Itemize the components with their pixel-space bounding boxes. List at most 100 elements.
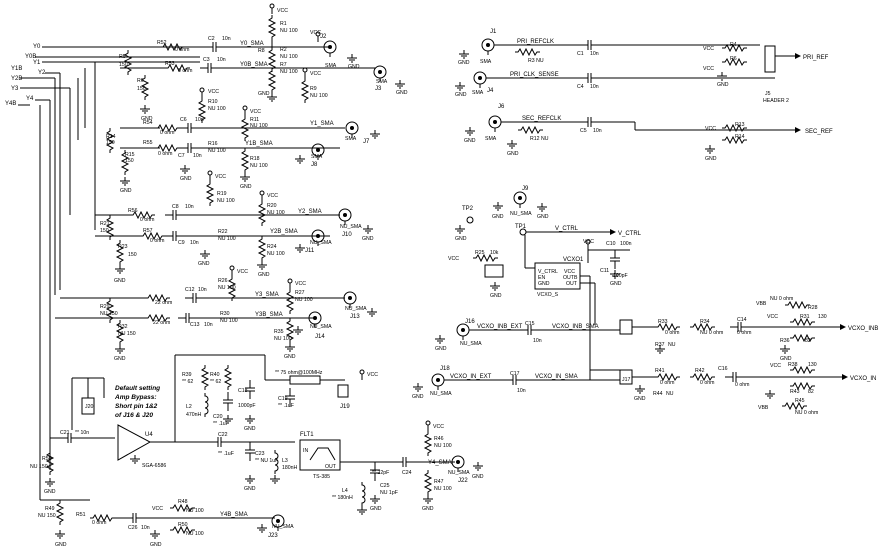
svg-text:R51: R51	[76, 512, 86, 518]
svg-text:SMA: SMA	[472, 90, 484, 96]
svg-text:NU_SMA: NU_SMA	[510, 211, 532, 217]
svg-text:NU_SMA: NU_SMA	[430, 391, 452, 397]
svg-text:GND: GND	[258, 91, 270, 97]
svg-text:R22: R22	[218, 229, 228, 235]
svg-text:IN: IN	[303, 448, 308, 454]
svg-text:R50: R50	[178, 522, 188, 528]
svg-text:82: 82	[808, 389, 814, 395]
svg-text:0 ohm: 0 ohm	[175, 47, 189, 53]
svg-text:J8: J8	[311, 162, 318, 168]
svg-text:R6: R6	[730, 56, 737, 62]
input-y1b: Y1B	[11, 66, 22, 72]
svg-text:GND: GND	[705, 156, 717, 162]
svg-text:GND: GND	[458, 60, 470, 66]
svg-text:NU: NU	[666, 391, 674, 397]
svg-text:NU 0 ohm: NU 0 ohm	[795, 410, 818, 416]
svg-text:0 ohm: 0 ohm	[92, 520, 106, 526]
input-y0b: Y0B	[25, 54, 36, 60]
svg-text:10n: 10n	[593, 128, 602, 134]
svg-text:0 ohm: 0 ohm	[158, 151, 172, 157]
svg-text:NU 150: NU 150	[30, 464, 48, 470]
svg-text:C20: C20	[213, 414, 223, 420]
svg-text:SMA: SMA	[325, 63, 337, 69]
svg-text:OUT: OUT	[566, 281, 578, 287]
svg-text:C18: C18	[238, 388, 248, 394]
svg-text:R49: R49	[45, 506, 55, 512]
svg-text:R42: R42	[695, 368, 705, 374]
svg-text:VCC: VCC	[267, 193, 278, 199]
svg-text:10n: 10n	[195, 117, 204, 123]
svg-text:SMA: SMA	[345, 136, 357, 142]
svg-text:NU 100: NU 100	[310, 93, 328, 99]
net-y0b-sma: Y0B_SMA	[240, 62, 268, 68]
svg-text:NU 100: NU 100	[267, 210, 285, 216]
svg-text:GND: GND	[114, 356, 126, 362]
svg-text:C7: C7	[178, 153, 185, 159]
svg-text:R28: R28	[808, 305, 818, 311]
svg-text:L2: L2	[186, 404, 192, 410]
svg-text:** 22pF: ** 22pF	[372, 470, 389, 476]
svg-text:GND: GND	[537, 214, 549, 220]
svg-text:SMA: SMA	[480, 59, 492, 65]
svg-text:0 ohm: 0 ohm	[150, 238, 164, 244]
svg-text:VCC: VCC	[310, 71, 321, 77]
svg-text:C24: C24	[402, 470, 412, 476]
svg-text:GND: GND	[422, 506, 434, 512]
svg-text:** 180nH: ** 180nH	[332, 495, 353, 501]
svg-text:VCC: VCC	[237, 269, 248, 275]
svg-text:VCC: VCC	[310, 30, 321, 36]
svg-text:SGA-6586: SGA-6586	[142, 463, 166, 469]
svg-text:NU 100: NU 100	[217, 198, 235, 204]
svg-text:10n: 10n	[190, 240, 199, 246]
svg-text:NU 0 ohm: NU 0 ohm	[770, 296, 793, 302]
channel-y0: R52 0 ohm C2 10n Y0_SMA J2 SMA VCC GND R…	[119, 3, 408, 122]
svg-text:J16: J16	[465, 319, 475, 325]
svg-text:1000pF: 1000pF	[238, 403, 256, 409]
svg-text:V_CTRL: V_CTRL	[618, 231, 642, 237]
svg-text:R15: R15	[125, 152, 135, 158]
svg-text:150: 150	[125, 158, 134, 164]
svg-text:GND: GND	[507, 151, 519, 157]
svg-text:Y3_SMA: Y3_SMA	[255, 292, 279, 298]
svg-text:J2: J2	[320, 34, 327, 40]
svg-text:SMA: SMA	[311, 154, 323, 160]
svg-text:NU 100: NU 100	[280, 69, 298, 75]
svg-text:VCC: VCC	[208, 89, 219, 95]
svg-text:GND: GND	[370, 506, 382, 512]
svg-text:0 ohm: 0 ohm	[178, 68, 192, 74]
svg-text:R29: R29	[100, 304, 110, 310]
svg-text:R4: R4	[730, 42, 737, 48]
svg-text:NU 100: NU 100	[218, 285, 236, 291]
r52-label: R52	[157, 40, 167, 46]
svg-text:VCC: VCC	[705, 126, 716, 132]
svg-text:HEADER 2: HEADER 2	[763, 98, 789, 104]
svg-text:R26: R26	[218, 278, 228, 284]
svg-text:C4: C4	[577, 84, 584, 90]
svg-text:R8: R8	[258, 48, 265, 54]
svg-text:TS-385: TS-385	[313, 474, 330, 480]
svg-text:R6: R6	[137, 78, 144, 84]
svg-text:VCXO_INB_SMA: VCXO_INB_SMA	[552, 324, 599, 330]
input-bus: Y0 Y1 Y1B Y2B Y2 Y3 Y0B Y4 Y4B	[5, 44, 200, 500]
svg-text:R20: R20	[267, 203, 277, 209]
svg-text:** 75 ohm@100MHz: ** 75 ohm@100MHz	[275, 370, 323, 376]
svg-text:R25: R25	[475, 250, 485, 256]
svg-text:VCXO_INB_EXT: VCXO_INB_EXT	[477, 324, 523, 330]
svg-text:0 ohm: 0 ohm	[737, 330, 751, 336]
svg-text:NU_SMA: NU_SMA	[345, 306, 367, 312]
svg-text:GND: GND	[780, 356, 792, 362]
svg-text:130: 130	[818, 314, 827, 320]
svg-text:OUT: OUT	[325, 464, 337, 470]
svg-text:GND: GND	[180, 176, 192, 182]
svg-text:0 ohm: 0 ohm	[735, 382, 749, 388]
svg-text:C17: C17	[510, 371, 520, 377]
svg-text:180nH: 180nH	[282, 465, 298, 471]
svg-text:NU 100: NU 100	[250, 123, 268, 129]
svg-text:C9: C9	[178, 240, 185, 246]
svg-text:R32: R32	[118, 324, 128, 330]
svg-text:NU 150: NU 150	[118, 331, 136, 337]
svg-text:NU 100: NU 100	[186, 531, 204, 537]
svg-text:C14: C14	[737, 317, 747, 323]
svg-text:NU 100: NU 100	[280, 54, 298, 60]
